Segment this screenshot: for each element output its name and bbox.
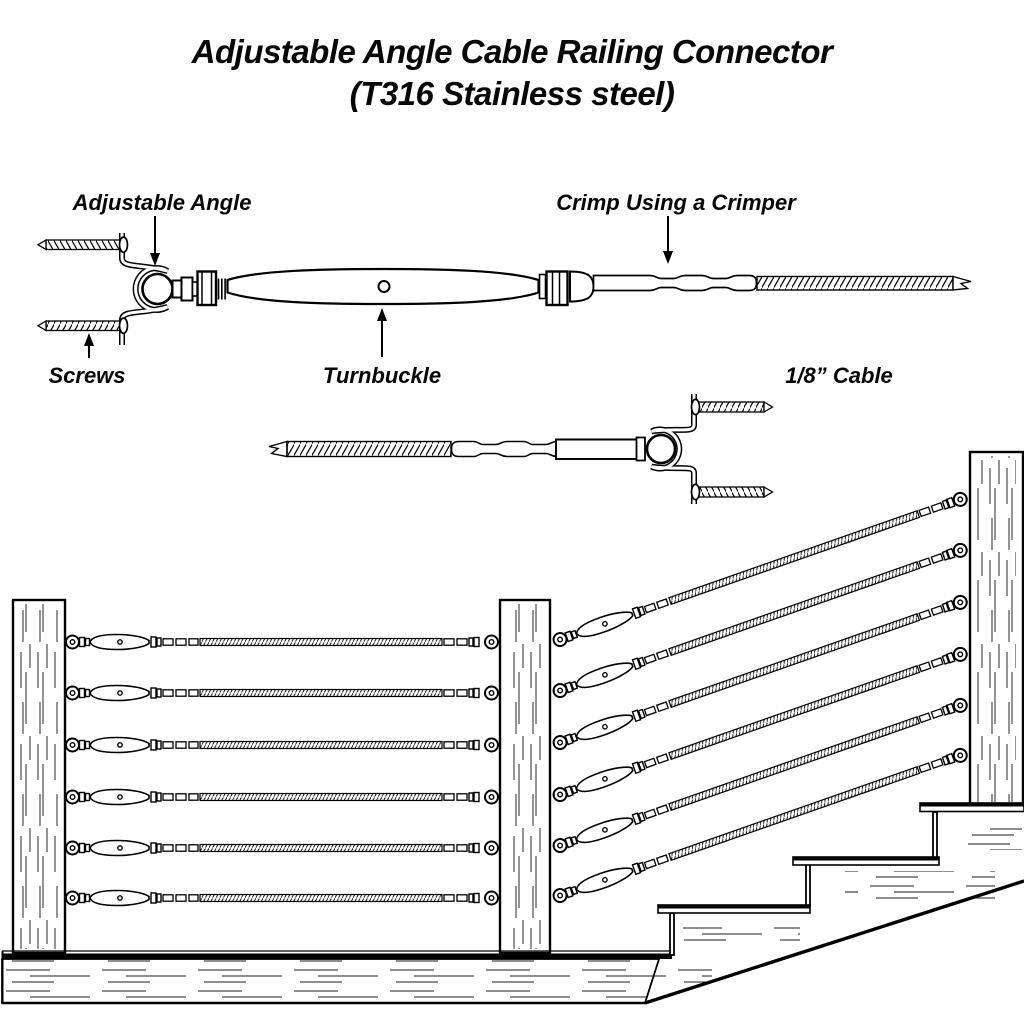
arrow-down-icon bbox=[663, 216, 673, 264]
railing-scene bbox=[1, 450, 1024, 1005]
stair-riser-2 bbox=[805, 863, 811, 907]
crimp-fitting bbox=[538, 270, 758, 307]
screw-head-bottom bbox=[118, 317, 129, 335]
arrow-up-icon bbox=[84, 333, 94, 358]
title-block: Adjustable Angle Cable Railing Connector… bbox=[191, 33, 836, 112]
callout-crimp: Crimp Using a Crimper bbox=[556, 190, 797, 264]
title-line-1: Adjustable Angle Cable Railing Connector bbox=[191, 33, 835, 70]
post-middle bbox=[498, 598, 552, 955]
screw-head-bottom bbox=[690, 483, 701, 501]
screw-bottom bbox=[36, 319, 121, 332]
threaded-stud bbox=[171, 270, 226, 307]
main-connector-diagram bbox=[36, 233, 972, 345]
stair-riser-1 bbox=[669, 912, 675, 956]
cable-hatched bbox=[756, 275, 972, 291]
callout-screws: Screws bbox=[48, 333, 126, 388]
post-right bbox=[968, 450, 1024, 808]
turnbuckle-hole bbox=[377, 280, 391, 293]
screws-label: Screws bbox=[48, 363, 125, 388]
screw-bottom bbox=[698, 485, 774, 499]
cable-run bbox=[65, 889, 499, 907]
screw-top bbox=[36, 238, 121, 251]
callout-adjustable-angle: Adjustable Angle bbox=[72, 190, 252, 266]
cable-hatched bbox=[268, 440, 452, 458]
mount-bracket bbox=[118, 233, 169, 345]
wood-grain bbox=[683, 921, 800, 947]
screw-head-top bbox=[690, 398, 701, 416]
screw-head-top bbox=[118, 236, 129, 254]
cable-run bbox=[65, 684, 499, 702]
mirrored-connector-diagram bbox=[268, 394, 774, 504]
cable-end-fray bbox=[952, 275, 972, 291]
crimp-sleeve bbox=[592, 274, 758, 292]
cable-run bbox=[65, 736, 499, 754]
callout-turnbuckle: Turnbuckle bbox=[323, 308, 441, 388]
wood-grain bbox=[968, 825, 1022, 850]
swivel-ball bbox=[141, 272, 174, 306]
adjustable-angle-label: Adjustable Angle bbox=[72, 190, 252, 215]
stringer-edge bbox=[644, 879, 1024, 1005]
stair-riser-3 bbox=[932, 811, 938, 859]
post-left bbox=[11, 598, 67, 955]
cable-run bbox=[65, 633, 499, 651]
stair-step-2 bbox=[792, 856, 940, 866]
cable-run bbox=[65, 839, 499, 857]
crimp-label: Crimp Using a Crimper bbox=[556, 190, 797, 215]
arrow-up-icon bbox=[377, 308, 387, 357]
cable-run bbox=[65, 788, 499, 806]
wood-grain bbox=[845, 871, 995, 900]
callout-cable: 1/8” Cable bbox=[785, 363, 893, 388]
threaded-stud bbox=[555, 438, 638, 460]
turnbuckle-label: Turnbuckle bbox=[323, 363, 441, 388]
stair-step-3 bbox=[919, 802, 1024, 813]
screw-top bbox=[698, 400, 774, 414]
mount-bracket bbox=[650, 394, 701, 504]
arrow-down-icon bbox=[150, 216, 160, 266]
crimp-sleeve bbox=[450, 440, 558, 458]
cable-label: 1/8” Cable bbox=[785, 363, 893, 388]
deck-board bbox=[1, 950, 672, 1005]
cable-end-fray bbox=[268, 440, 288, 458]
wood-grain bbox=[652, 962, 712, 986]
turnbuckle-body bbox=[226, 267, 540, 306]
title-line-2: (T316 Stainless steel) bbox=[350, 75, 675, 112]
stair-step-1 bbox=[657, 904, 811, 914]
swivel-ball bbox=[645, 433, 677, 465]
